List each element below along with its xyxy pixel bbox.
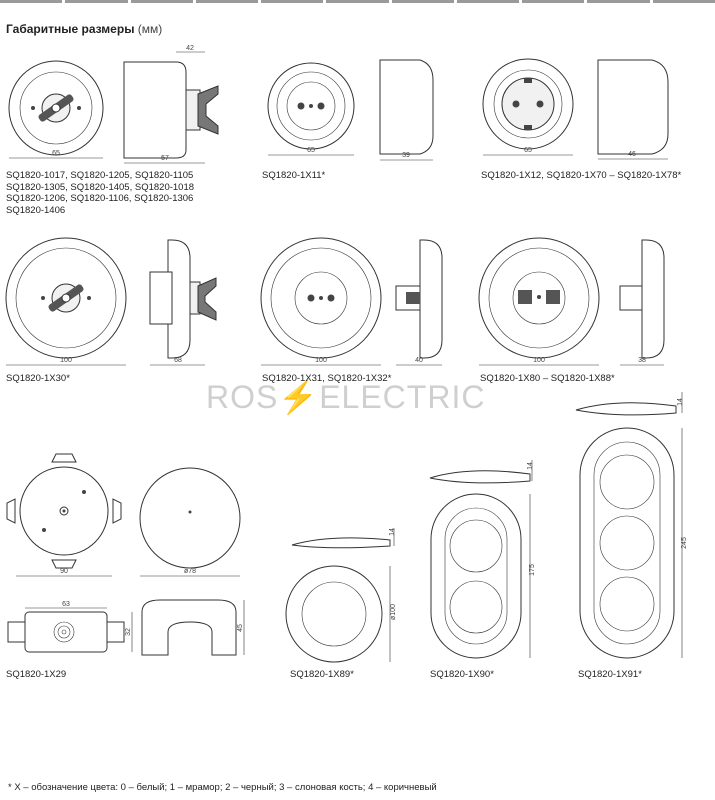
dim-175: 175 [529, 564, 536, 576]
drawing-double-frame: 14 175 [429, 460, 536, 659]
caption-rotary-switch: SQ1820-1017, SQ1820-1205, SQ1820-1105 SQ… [6, 170, 194, 216]
dim-100-b: 100 [315, 357, 327, 364]
watermark-right: ELECTRIC [319, 379, 486, 415]
caption-single-frame: SQ1820-1X89* [290, 669, 354, 680]
drawing-data-socket-side: 38 [619, 239, 665, 366]
drawing-schuko-side: 46 [597, 59, 669, 160]
drawing-rotary-switch-side: 42 57 [123, 45, 219, 164]
dim-78: ø78 [184, 568, 196, 575]
caption-double-frame: SQ1820-1X90* [430, 669, 494, 680]
dim-100-d: ø100 [390, 604, 397, 620]
caption-line: SQ1820-1206, SQ1820-1106, SQ1820-1306 [6, 193, 194, 204]
caption-framed-switch: SQ1820-1X30* [6, 373, 70, 384]
dim-14-b: 14 [527, 462, 534, 470]
lightning-icon: ⚡ [278, 379, 320, 415]
dim-90: 90 [60, 568, 68, 575]
page-title: Габаритные размеры (мм) [6, 22, 162, 36]
drawing-triple-frame: 14 245 [575, 392, 688, 659]
caption-schuko: SQ1820-1X12, SQ1820-1X70 – SQ1820-1X78* [481, 170, 682, 181]
drawing-junction-box-side: 63 32 45 [7, 599, 245, 656]
drawing-framed-socket-front: 100 [260, 237, 382, 366]
caption-triple-frame: SQ1820-1X91* [578, 669, 642, 680]
drawing-single-frame: 14 ø100 [285, 528, 397, 663]
caption-junction-box: SQ1820-1X29 [6, 669, 67, 680]
drawing-socket-side: 39 [379, 59, 434, 161]
dim-38: 38 [638, 357, 646, 364]
dim-100-c: 100 [533, 357, 545, 364]
dim-39: 39 [402, 152, 410, 159]
dim-32: 32 [125, 628, 132, 636]
drawing-data-socket-front: 100 [478, 237, 600, 366]
caption-line: SQ1820-1406 [6, 204, 66, 216]
watermark: ROS⚡ELECTRIC [206, 378, 485, 416]
dim-68: 68 [174, 357, 182, 364]
dim-14-a: 14 [389, 528, 396, 536]
drawing-junction-box-top: 90 [6, 453, 122, 577]
dim-57: 57 [161, 155, 169, 162]
dim-42: 42 [186, 45, 194, 52]
dim-40: 40 [415, 357, 423, 364]
dim-63: 63 [62, 601, 70, 608]
dim-100-a: 100 [60, 357, 72, 364]
title-bold: Габаритные размеры [6, 22, 135, 36]
dim-14-c: 14 [677, 398, 684, 406]
caption-socket: SQ1820-1X11* [262, 170, 326, 181]
drawing-framed-switch-side: 68 [149, 239, 217, 366]
title-unit: (мм) [137, 22, 163, 36]
caption-framed-socket: SQ1820-1X31, SQ1820-1X32* [262, 373, 392, 384]
footnote: * Х – обозначение цвета: 0 – белый; 1 – … [8, 782, 437, 793]
caption-data-socket: SQ1820-1X80 – SQ1820-1X88* [480, 373, 615, 384]
caption-line: SQ1820-1017, SQ1820-1205, SQ1820-1105 [6, 170, 194, 181]
drawing-schuko-front: 65 [482, 58, 574, 156]
dim-65-b: 65 [307, 147, 315, 154]
drawing-framed-switch-front: 100 [5, 237, 127, 366]
drawing-socket-front: 65 [267, 62, 355, 156]
top-color-strip [0, 0, 715, 3]
drawing-junction-box-cover: ø78 [139, 467, 241, 577]
dim-45: 45 [237, 624, 244, 632]
dim-65-c: 65 [524, 147, 532, 154]
dim-65-a: 65 [52, 150, 60, 157]
dim-245: 245 [681, 537, 688, 549]
caption-line: SQ1820-1305, SQ1820-1405, SQ1820-1018 [6, 181, 195, 193]
drawing-rotary-switch-front: 65 [8, 60, 104, 159]
dim-46: 46 [628, 151, 636, 158]
drawing-framed-socket-side: 40 [395, 239, 443, 366]
watermark-left: ROS [206, 379, 279, 415]
